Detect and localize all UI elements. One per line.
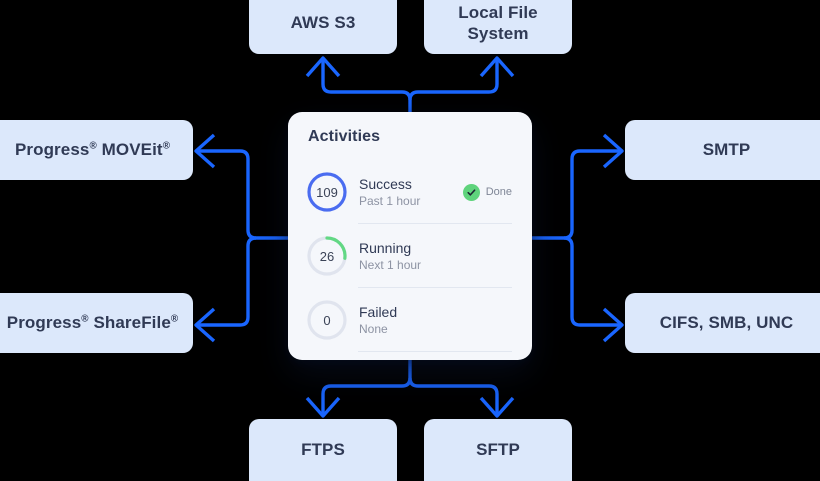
node-ftps[interactable]: FTPS [249,419,397,481]
success-ring-svg [307,172,347,212]
running-ring-svg [307,236,347,276]
arrowhead-aws-s3 [305,56,341,78]
running-progress-ring: 26 [306,235,348,277]
node-sftp-label: SFTP [476,440,520,460]
check-circle-icon [462,183,480,201]
connector-top-stem [321,58,412,112]
node-cifs-smb-unc[interactable]: CIFS, SMB, UNC [625,293,820,353]
node-ftps-label: FTPS [301,440,345,460]
failed-count: 0 [323,312,331,328]
failed-text: Failed None [359,304,514,337]
success-name: Success [359,175,412,192]
connector-right-lower-branch [563,236,622,327]
arrowhead-local-file-system [479,56,515,78]
activity-row-success[interactable]: 109 Success Past 1 hour Done [306,160,514,224]
running-subtitle: Next 1 hour [359,257,422,272]
node-local-file-system-label: Local File System [458,2,538,43]
success-count: 109 [316,184,338,200]
connector-bottom-stem [321,360,412,416]
success-status-badge: Done [462,183,512,201]
arrowhead-ftps [305,396,341,418]
connector-left-stem [196,149,288,240]
node-smtp[interactable]: SMTP [625,120,820,180]
node-cifs-smb-unc-label: CIFS, SMB, UNC [659,313,794,333]
failed-progress-ring: 0 [306,299,348,341]
success-text: Success Past 1 hour [359,176,463,209]
row-divider [358,287,512,288]
check-icon-glyph [467,188,476,196]
running-text: Running Next 1 hour [359,240,514,273]
arrowhead-sftp [479,396,515,418]
row-divider [358,223,512,224]
node-progress-sharefile[interactable]: Progress® ShareFile® [0,293,193,353]
node-sftp[interactable]: SFTP [424,419,572,481]
arrowhead-cifs-smb-unc [602,307,624,343]
node-progress-moveit-label: Progress® MOVEit® [14,140,171,160]
connector-left-lower-branch [196,236,257,327]
connector-bottom-right-branch [408,377,499,416]
arrowhead-progress-moveit [194,133,216,169]
node-aws-s3[interactable]: AWS S3 [249,0,397,54]
activities-card-title: Activities [308,128,381,145]
node-progress-sharefile-label: Progress® ShareFile® [6,313,179,333]
connector-right-stem [532,149,622,240]
running-count: 26 [319,248,335,264]
activities-card[interactable]: Activities 109 Success Past 1 hour [288,112,532,360]
failed-subtitle: None [359,321,388,336]
running-name: Running [359,239,412,256]
node-smtp-label: SMTP [702,140,751,160]
success-status-label: Done [485,186,512,198]
activities-card-wrapper: Activities 109 Success Past 1 hour [288,112,532,360]
activity-row-failed[interactable]: 0 Failed None [306,288,514,352]
node-aws-s3-label: AWS S3 [290,13,356,33]
arrowhead-progress-sharefile [194,307,216,343]
activity-row-running[interactable]: 26 Running Next 1 hour [306,224,514,288]
node-progress-moveit[interactable]: Progress® MOVEit® [0,120,193,180]
arrowhead-smtp [602,133,624,169]
row-divider [358,351,512,352]
success-progress-ring: 109 [306,171,348,213]
failed-name: Failed [359,303,398,320]
failed-ring-svg [307,300,347,340]
node-local-file-system[interactable]: Local File System [424,0,572,54]
connector-top-right-branch [408,58,499,101]
success-subtitle: Past 1 hour [359,193,421,208]
